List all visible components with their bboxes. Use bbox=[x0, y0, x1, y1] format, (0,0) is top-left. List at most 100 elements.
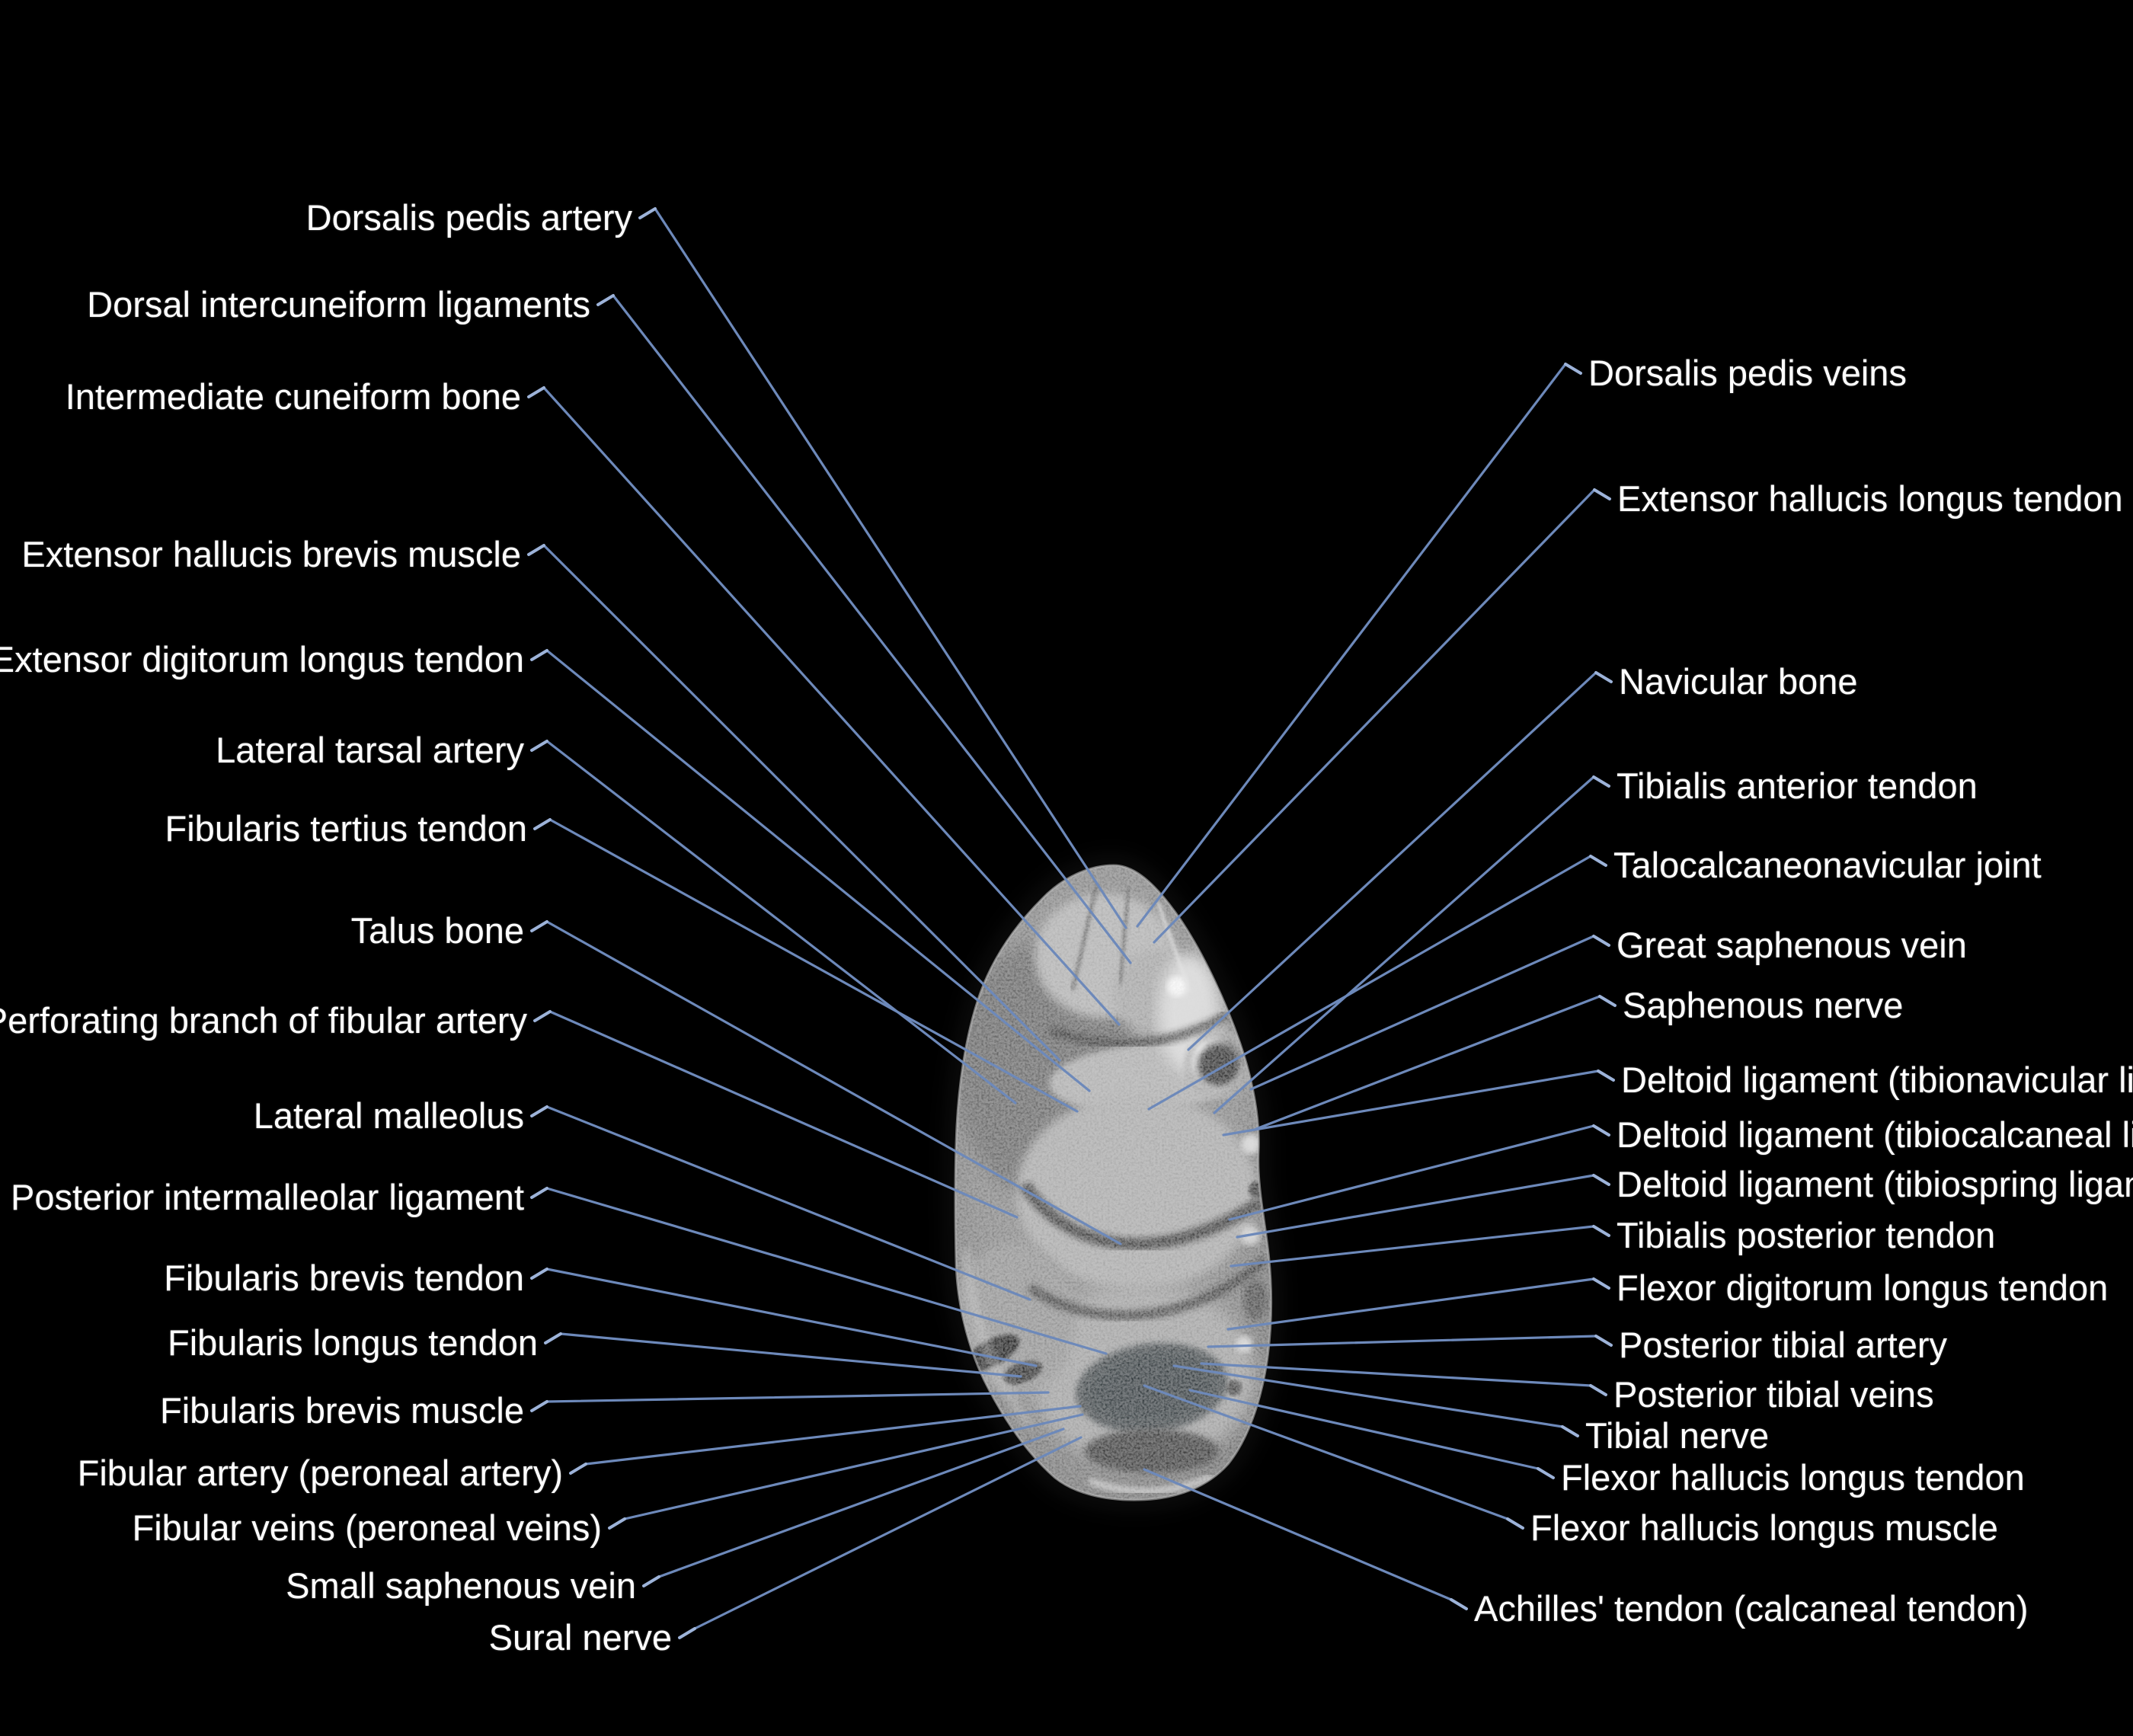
leader-line-fibularis-tertius-tendon bbox=[548, 818, 1079, 1113]
leader-tick-fibular-veins-peroneal-veins bbox=[608, 1517, 626, 1530]
leader-tick-fibularis-longus-tendon bbox=[544, 1332, 562, 1344]
leader-line-talocalcaneonavicular-joint bbox=[1147, 855, 1592, 1111]
anatomy-label-talus-bone: Talus bone bbox=[350, 910, 524, 951]
leader-tick-fibularis-brevis-tendon bbox=[530, 1268, 548, 1280]
leader-tick-dorsalis-pedis-veins bbox=[1564, 363, 1582, 375]
leader-line-posterior-tibial-artery bbox=[1207, 1335, 1597, 1348]
leader-line-fibularis-longus-tendon bbox=[559, 1332, 1022, 1378]
anatomy-label-dorsal-intercuneiform-ligaments: Dorsal intercuneiform ligaments bbox=[87, 284, 590, 325]
leader-line-fibular-artery-peroneal-artery bbox=[584, 1405, 1082, 1466]
leader-tick-saphenous-nerve bbox=[1598, 995, 1617, 1007]
anatomy-label-dorsalis-pedis-veins: Dorsalis pedis veins bbox=[1588, 353, 1907, 393]
leader-line-dorsal-intercuneiform-ligaments bbox=[612, 294, 1132, 964]
leader-line-sural-nerve bbox=[693, 1436, 1082, 1630]
leader-line-deltoid-ligament-tibionavicular-ligament bbox=[1222, 1069, 1600, 1137]
anatomy-label-sural-nerve: Sural nerve bbox=[488, 1617, 672, 1658]
anatomy-label-deltoid-ligament-tibionavicular-ligament: Deltoid ligament (tibionavicular ligamen… bbox=[1621, 1060, 2133, 1100]
leader-line-achilles-tendon-calcaneal-tendon bbox=[1143, 1468, 1453, 1601]
leader-line-tibial-nerve bbox=[1172, 1364, 1564, 1428]
leader-line-perforating-branch-of-fibular-artery bbox=[548, 1010, 1019, 1219]
anatomy-label-talocalcaneonavicular-joint: Talocalcaneonavicular joint bbox=[1613, 845, 2042, 885]
leader-line-deltoid-ligament-tibiocalcaneal-ligament bbox=[1228, 1124, 1595, 1221]
leader-tick-perforating-branch-of-fibular-artery bbox=[533, 1010, 552, 1022]
leader-line-fibular-veins-peroneal-veins bbox=[623, 1413, 1084, 1520]
leader-line-lateral-tarsal-artery bbox=[545, 740, 1017, 1105]
anatomy-label-deltoid-ligament-tibiospring-ligament: Deltoid ligament (tibiospring ligament) bbox=[1617, 1164, 2133, 1204]
anatomy-label-tibialis-posterior-tendon: Tibialis posterior tendon bbox=[1617, 1215, 1996, 1255]
leader-line-lateral-malleolus bbox=[545, 1105, 1031, 1301]
leader-tick-tibialis-anterior-tendon bbox=[1592, 775, 1610, 788]
leader-line-saphenous-nerve bbox=[1255, 995, 1601, 1130]
anatomy-label-fibular-veins-peroneal-veins: Fibular veins (peroneal veins) bbox=[132, 1507, 602, 1548]
anatomy-label-intermediate-cuneiform-bone: Intermediate cuneiform bone bbox=[65, 376, 521, 417]
leader-tick-talus-bone bbox=[530, 920, 548, 932]
leader-tick-flexor-hallucis-longus-muscle bbox=[1506, 1517, 1524, 1530]
leader-line-navicular-bone bbox=[1187, 671, 1597, 1051]
leader-line-fibularis-brevis-tendon bbox=[545, 1268, 1038, 1367]
leader-tick-flexor-digitorum-longus-tendon bbox=[1592, 1277, 1610, 1290]
leader-tick-talocalcaneonavicular-joint bbox=[1589, 855, 1607, 867]
anatomy-label-tibialis-anterior-tendon: Tibialis anterior tendon bbox=[1617, 766, 1978, 806]
anatomy-label-lateral-malleolus: Lateral malleolus bbox=[253, 1095, 524, 1136]
anatomy-label-lateral-tarsal-artery: Lateral tarsal artery bbox=[216, 730, 524, 770]
anatomy-label-great-saphenous-vein: Great saphenous vein bbox=[1617, 925, 1967, 965]
leader-tick-extensor-hallucis-brevis-muscle bbox=[527, 544, 545, 556]
leader-tick-flexor-hallucis-longus-tendon bbox=[1537, 1467, 1555, 1479]
mri-skin-rim bbox=[954, 864, 1273, 1501]
leader-tick-fibularis-tertius-tendon bbox=[533, 818, 552, 830]
leader-line-small-saphenous-vein bbox=[657, 1427, 1065, 1578]
leader-tick-lateral-tarsal-artery bbox=[530, 740, 548, 752]
leader-line-flexor-digitorum-longus-tendon bbox=[1226, 1277, 1595, 1331]
leader-line-deltoid-ligament-tibiospring-ligament bbox=[1236, 1174, 1595, 1239]
leader-line-flexor-hallucis-longus-tendon bbox=[1188, 1389, 1540, 1470]
anatomy-label-fibularis-tertius-tendon: Fibularis tertius tendon bbox=[165, 808, 527, 849]
anatomy-label-extensor-hallucis-brevis-muscle: Extensor hallucis brevis muscle bbox=[21, 534, 521, 574]
anatomy-label-perforating-branch-of-fibular-artery: Perforating branch of fibular artery bbox=[0, 1000, 527, 1041]
leader-line-extensor-digitorum-longus-tendon bbox=[545, 649, 1091, 1092]
anatomy-label-achilles-tendon-calcaneal-tendon: Achilles' tendon (calcaneal tendon) bbox=[1474, 1588, 2029, 1629]
leader-tick-intermediate-cuneiform-bone bbox=[527, 386, 545, 398]
leader-line-posterior-intermalleolar-ligament bbox=[545, 1187, 1108, 1355]
anatomy-label-posterior-tibial-veins: Posterior tibial veins bbox=[1613, 1374, 1934, 1415]
anatomy-label-fibular-artery-peroneal-artery: Fibular artery (peroneal artery) bbox=[77, 1453, 563, 1493]
anatomy-label-small-saphenous-vein: Small saphenous vein bbox=[286, 1565, 636, 1606]
leader-tick-great-saphenous-vein bbox=[1592, 935, 1610, 947]
anatomy-label-flexor-hallucis-longus-muscle: Flexor hallucis longus muscle bbox=[1530, 1507, 1998, 1548]
leader-line-dorsalis-pedis-artery bbox=[654, 207, 1127, 929]
leader-tick-posterior-tibial-veins bbox=[1589, 1384, 1607, 1396]
leader-line-tibialis-posterior-tendon bbox=[1230, 1225, 1595, 1268]
leader-line-intermediate-cuneiform-bone bbox=[542, 386, 1121, 1026]
leader-tick-fibular-artery-peroneal-artery bbox=[569, 1463, 587, 1475]
leader-line-fibularis-brevis-muscle bbox=[545, 1391, 1050, 1403]
leader-line-great-saphenous-vein bbox=[1249, 935, 1595, 1091]
leader-tick-deltoid-ligament-tibionavicular-ligament bbox=[1597, 1069, 1615, 1082]
leader-lines bbox=[527, 207, 1617, 1639]
leader-tick-small-saphenous-vein bbox=[642, 1575, 660, 1587]
anatomy-label-deltoid-ligament-tibiocalcaneal-ligament: Deltoid ligament (tibiocalcaneal ligamen… bbox=[1617, 1114, 2133, 1155]
anatomy-label-fibularis-brevis-tendon: Fibularis brevis tendon bbox=[164, 1258, 524, 1298]
anatomy-label-extensor-hallucis-longus-tendon: Extensor hallucis longus tendon bbox=[1617, 478, 2123, 519]
leader-tick-dorsal-intercuneiform-ligaments bbox=[596, 294, 615, 306]
leader-tick-navicular-bone bbox=[1594, 671, 1613, 683]
leader-tick-posterior-tibial-artery bbox=[1594, 1335, 1613, 1347]
leader-tick-tibialis-posterior-tendon bbox=[1592, 1225, 1610, 1237]
leader-line-posterior-tibial-veins bbox=[1200, 1362, 1592, 1387]
leader-line-tibialis-anterior-tendon bbox=[1213, 775, 1595, 1114]
leader-line-extensor-hallucis-brevis-muscle bbox=[542, 544, 1061, 1062]
anatomy-label-flexor-hallucis-longus-tendon: Flexor hallucis longus tendon bbox=[1561, 1457, 2025, 1498]
leader-tick-deltoid-ligament-tibiospring-ligament bbox=[1592, 1174, 1610, 1186]
anatomy-label-posterior-tibial-artery: Posterior tibial artery bbox=[1619, 1325, 1947, 1365]
leader-line-flexor-hallucis-longus-muscle bbox=[1143, 1384, 1509, 1520]
leader-tick-tibial-nerve bbox=[1561, 1425, 1579, 1437]
leader-line-dorsalis-pedis-veins bbox=[1136, 363, 1567, 928]
anatomy-label-navicular-bone: Navicular bone bbox=[1619, 661, 1858, 702]
leader-tick-lateral-malleolus bbox=[530, 1105, 548, 1117]
leader-tick-extensor-hallucis-longus-tendon bbox=[1593, 488, 1611, 500]
leader-tick-achilles-tendon-calcaneal-tendon bbox=[1450, 1598, 1468, 1610]
leader-line-talus-bone bbox=[545, 920, 1122, 1245]
leader-tick-extensor-digitorum-longus-tendon bbox=[530, 649, 548, 661]
anatomy-label-flexor-digitorum-longus-tendon: Flexor digitorum longus tendon bbox=[1617, 1268, 2109, 1308]
